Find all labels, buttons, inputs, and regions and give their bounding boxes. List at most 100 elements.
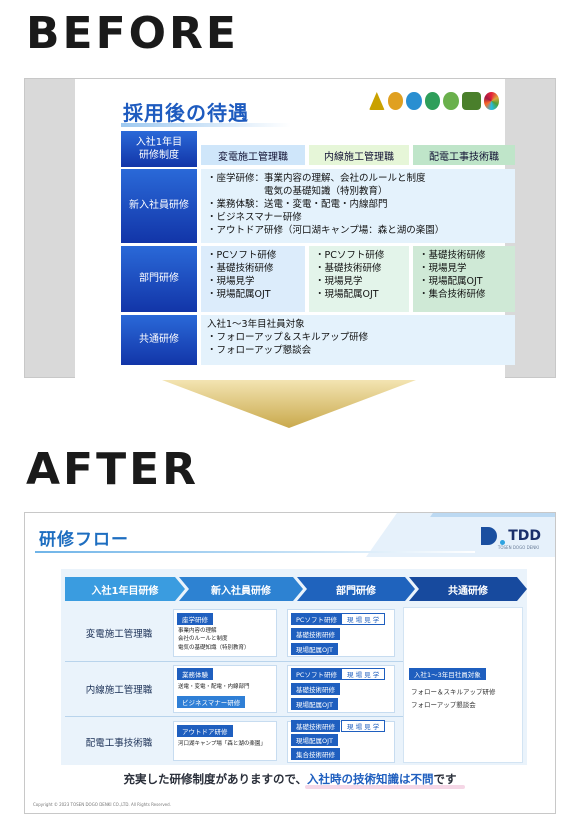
certification-logos bbox=[369, 89, 499, 113]
tag-site-visit: 現 場 見 学 bbox=[341, 668, 386, 680]
tag-basic-tech: 基礎技術研修 bbox=[291, 628, 340, 640]
tag-ojt: 現場配属OJT bbox=[291, 734, 339, 746]
sdgs-wheel-icon bbox=[483, 92, 499, 110]
health-logo-icon bbox=[387, 92, 404, 110]
decorative-stripe bbox=[430, 513, 555, 517]
tag-pc-software: PCソフト研修 bbox=[291, 613, 342, 625]
note-line: 事業内容の理解 bbox=[178, 628, 217, 634]
company-logo-text: TDD bbox=[508, 528, 541, 544]
cell-line: ・業務体験：送電・変電・配電・内線部門 bbox=[207, 199, 388, 211]
dept-cell-distribution: ・基礎技術研修 ・現場見学 ・現場配属OJT ・集合技術研修 bbox=[413, 246, 515, 312]
tag-business-manners: ビジネスマナー研修 bbox=[177, 696, 246, 708]
step-dept: 部門研修 bbox=[297, 577, 415, 601]
tag-basic-tech: 基礎技術研修 bbox=[291, 720, 340, 732]
copyright-text: Copyright © 2023 TOSEN DOGO DENKI CO.,LT… bbox=[33, 802, 171, 807]
note-line: 電気の基礎知識（特別教育） bbox=[178, 644, 250, 651]
tag-site-visit: 現 場 見 学 bbox=[341, 720, 386, 732]
tag-experience: 業務体験 bbox=[177, 668, 213, 680]
tag-lecture: 座学研修 bbox=[177, 613, 213, 625]
before-slide-title: 採用後の待遇 bbox=[123, 101, 249, 125]
cell-line: ・現場配属OJT bbox=[315, 289, 379, 301]
col-header-distribution: 配電工事技術職 bbox=[413, 145, 515, 165]
cell-line: ・現場見学 bbox=[315, 276, 363, 288]
bottom-message: 充実した研修制度がありますので、入社時の技術知識は不問です bbox=[25, 771, 555, 787]
after-slide-title: 研修フロー bbox=[39, 530, 129, 550]
note-line: 会社のルールと制度 bbox=[178, 636, 228, 643]
highlight-underline bbox=[305, 785, 465, 789]
cell-line: ・基礎技術研修 bbox=[315, 263, 382, 275]
common-cell: 入社1～3年目社員対象 ・フォローアップ＆スキルアップ研修 ・フォローアップ懇談… bbox=[201, 315, 515, 365]
before-slide: 採用後の待遇 入社1年目 研修制度 変電施工管理職 内線施工管理職 bbox=[75, 79, 515, 379]
corner-label-line: 研修制度 bbox=[139, 150, 179, 161]
cell-line: ・アウトドア研修（河口湖キャンプ場：森と湖の楽園） bbox=[207, 225, 445, 237]
common-line-2: フォローアップ懇談会 bbox=[411, 701, 476, 709]
step-common: 共通研修 bbox=[409, 577, 527, 601]
row-label-distribution: 配電工事技術職 bbox=[85, 738, 153, 749]
bottom-message-part: 充実した研修制度がありますので、 bbox=[123, 772, 308, 786]
experience-note: 送電・変電・配電・内線部門 bbox=[178, 684, 250, 690]
bottom-message-highlight: 入社時の技術知識は不問 bbox=[307, 772, 434, 786]
company-logo-mark-icon bbox=[481, 527, 498, 545]
common-card bbox=[403, 607, 523, 763]
company-logo-dot-icon bbox=[500, 540, 506, 545]
after-heading: AFTER bbox=[26, 444, 200, 495]
tag-group-tech: 集合技術研修 bbox=[291, 748, 340, 760]
new-hire-cell: ・座学研修：事業内容の理解、会社のルールと制度 電気の基礎知識（特別教育） ・業… bbox=[201, 169, 515, 243]
award-logo-icon bbox=[369, 92, 385, 110]
dept-cell-interior: ・PCソフト研修 ・基礎技術研修 ・現場見学 ・現場配属OJT bbox=[309, 246, 409, 312]
cell-line: ・フォローアップ懇談会 bbox=[207, 345, 312, 357]
row-divider bbox=[65, 661, 523, 662]
cell-line: ・現場見学 bbox=[419, 263, 467, 275]
cell-line: ・PCソフト研修 bbox=[207, 250, 277, 261]
transition-arrow-icon bbox=[162, 380, 416, 428]
tag-ojt: 現場配属OJT bbox=[291, 698, 339, 710]
corner-label-line: 入社1年目 bbox=[135, 136, 183, 148]
tag-ojt: 現場配属OJT bbox=[291, 643, 339, 655]
cell-line: ・基礎技術研修 bbox=[207, 263, 274, 275]
tag-outdoor: アウトドア研修 bbox=[177, 725, 233, 737]
row-label-new-hire: 新入社員研修 bbox=[121, 169, 197, 243]
after-slide: 研修フロー TDD TOSEN DOGO DENKI 入社1年目研修 新入社員研… bbox=[24, 512, 556, 814]
cell-line: ・ビジネスマナー研修 bbox=[207, 212, 302, 224]
kurumin-logo-icon bbox=[443, 92, 459, 110]
cell-line: ・基礎技術研修 bbox=[419, 250, 486, 261]
outdoor-note: 河口湖キャンプ場「森と湖の楽園」 bbox=[178, 741, 266, 747]
before-heading: BEFORE bbox=[26, 8, 239, 59]
cell-line: ・PCソフト研修 bbox=[315, 250, 385, 261]
common-line-1: フォロー＆スキルアップ研修 bbox=[411, 688, 496, 696]
cell-line: ・現場見学 bbox=[207, 276, 255, 288]
cell-line: ・集合技術研修 bbox=[419, 289, 486, 301]
row-label-substation: 変電施工管理職 bbox=[85, 629, 153, 640]
company-logo: TDD bbox=[481, 525, 541, 547]
row-divider bbox=[65, 716, 523, 717]
cell-line: 電気の基礎知識（特別教育） bbox=[207, 186, 388, 198]
col-header-interior: 内線施工管理職 bbox=[309, 145, 409, 165]
tag-basic-tech: 基礎技術研修 bbox=[291, 683, 340, 695]
cell-line: ・フォローアップ＆スキルアップ研修 bbox=[207, 332, 369, 344]
cell-line: 入社1～3年目社員対象 bbox=[207, 319, 305, 330]
col-header-substation: 変電施工管理職 bbox=[201, 145, 305, 165]
step-first-year: 入社1年目研修 bbox=[65, 577, 185, 601]
corner-label: 入社1年目 研修制度 bbox=[121, 131, 197, 167]
cell-line: ・座学研修：事業内容の理解、会社のルールと制度 bbox=[207, 173, 426, 184]
cell-line: ・現場配属OJT bbox=[207, 289, 271, 301]
dept-cell-substation: ・PCソフト研修 ・基礎技術研修 ・現場見学 ・現場配属OJT bbox=[201, 246, 305, 312]
tag-pc-software: PCソフト研修 bbox=[291, 668, 342, 680]
sdgs-badge-icon bbox=[461, 92, 481, 110]
lecture-notes: 事業内容の理解 会社のルールと制度 電気の基礎知識（特別教育） bbox=[178, 627, 250, 652]
bottom-message-part: です bbox=[433, 772, 457, 786]
row-label-dept: 部門研修 bbox=[121, 246, 197, 312]
title-underline bbox=[121, 123, 291, 127]
tag-target-employees: 入社1～3年目社員対象 bbox=[409, 668, 486, 680]
eco-logo-icon bbox=[424, 92, 441, 110]
cell-line: ・現場配属OJT bbox=[419, 276, 483, 288]
row-label-common: 共通研修 bbox=[121, 315, 197, 365]
title-underline bbox=[35, 551, 475, 553]
company-logo-subtext: TOSEN DOGO DENKI bbox=[497, 545, 539, 550]
tag-site-visit: 現 場 見 学 bbox=[341, 613, 386, 625]
step-new-hire: 新入社員研修 bbox=[179, 577, 303, 601]
certification-logo-icon bbox=[406, 92, 422, 110]
row-label-interior: 内線施工管理職 bbox=[85, 685, 153, 696]
before-slide-frame: 採用後の待遇 入社1年目 研修制度 変電施工管理職 内線施工管理職 bbox=[24, 78, 556, 379]
